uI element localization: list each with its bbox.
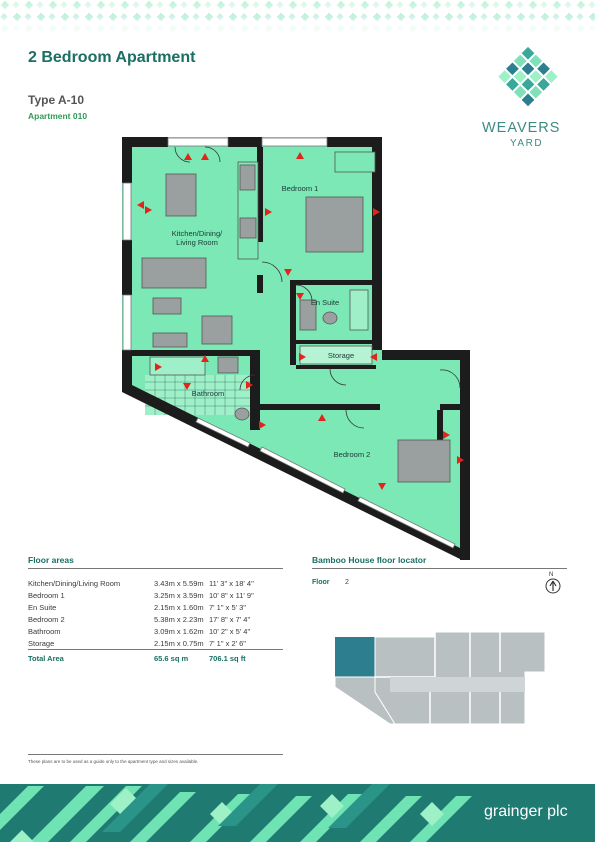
floor-area-row: Bathroom 3.09m x 1.62m 10' 2" x 5' 4": [28, 625, 283, 637]
room-label-bedroom2: Bedroom 2: [333, 450, 371, 459]
floor-area-metric: 3.09m x 1.62m: [154, 626, 204, 636]
total-area-row: Total Area 65.6 sq m 706.1 sq ft: [28, 649, 283, 664]
floor-label: Floor: [312, 579, 330, 586]
building-locator-map: [335, 632, 546, 725]
floor-locator-divider: [312, 568, 567, 569]
footer-pattern: [0, 784, 595, 842]
floor-area-room: Bathroom: [28, 626, 61, 636]
room-label-storage: Storage: [327, 351, 355, 360]
floor-area-metric: 2.15m x 0.75m: [154, 638, 204, 648]
disclaimer-divider: [28, 754, 283, 755]
north-label: N: [549, 572, 554, 578]
floor-value: 2: [345, 579, 349, 586]
brand-name: WEAVERS: [482, 120, 561, 136]
floor-area-metric: 2.15m x 1.60m: [154, 602, 204, 612]
floor-area-imperial: 10' 2" x 5' 4": [209, 626, 251, 636]
floor-area-room: Bedroom 2: [28, 614, 65, 624]
floor-areas-title: Floor areas: [28, 555, 74, 565]
door-arrows: [137, 152, 464, 490]
doors: [174, 146, 461, 429]
apartment-number: Apartment 010: [28, 111, 88, 121]
room-label-kitchen: Kitchen/Dining/ Living Room: [152, 229, 242, 248]
floor-area-imperial: 7' 1" x 5' 3": [209, 602, 246, 612]
floor-area-imperial: 10' 8" x 11' 9": [209, 590, 254, 600]
floor-area-room: En Suite: [28, 602, 57, 612]
floor-area-metric: 5.38m x 2.23m: [154, 614, 204, 624]
walls: [122, 137, 470, 560]
room-label-bedroom1: Bedroom 1: [281, 184, 319, 193]
floor-area-row: Storage 2.15m x 0.75m 7' 1" x 2' 6": [28, 637, 283, 650]
total-area-metric: 65.6 sq m: [154, 649, 209, 664]
company-name: grainger plc: [484, 803, 568, 820]
floor-area-row: Bedroom 1 3.25m x 3.59m 10' 8" x 11' 9": [28, 589, 283, 601]
floor-area-room: Kitchen/Dining/Living Room: [28, 578, 121, 588]
floor-area-row: Bedroom 2 5.38m x 2.23m 17' 8" x 7' 4": [28, 613, 283, 625]
total-area-imperial: 706.1 sq ft: [209, 649, 283, 664]
top-pattern: [0, 0, 595, 36]
floor-area-imperial: 11' 3" x 18' 4": [209, 578, 254, 588]
windows: [122, 137, 456, 549]
floor-locator-title: Bamboo House floor locator: [312, 555, 427, 565]
room-label-kitchen-line1: Kitchen/Dining/: [171, 229, 223, 238]
floor-area-metric: 3.25m x 3.59m: [154, 590, 204, 600]
floor-area-room: Bedroom 1: [28, 590, 65, 600]
floor-area-row: Kitchen/Dining/Living Room 3.43m x 5.59m 1…: [28, 577, 283, 589]
furniture: [141, 151, 451, 483]
room-label-bathroom: Bathroom: [191, 389, 225, 398]
floor-area-imperial: 7' 1" x 2' 6": [209, 638, 246, 648]
room-label-kitchen-line2: Living Room: [176, 238, 218, 248]
floor-areas-table: Kitchen/Dining/Living Room 3.43m x 5.59m 1…: [28, 577, 283, 664]
page-title: 2 Bedroom Apartment: [28, 49, 196, 66]
disclaimer: These plans are to be used as a guide on…: [28, 759, 199, 764]
floor-areas-divider: [28, 568, 283, 569]
woven-diamond-logo-icon: [498, 46, 558, 107]
floor-area-room: Storage: [28, 638, 55, 648]
floor-area-metric: 3.43m x 5.59m: [154, 578, 204, 588]
room-label-ensuite: En Suite: [310, 298, 340, 307]
north-arrow-icon: [545, 578, 561, 594]
total-area-label: Total Area: [28, 649, 154, 664]
brand-subtitle: YARD: [510, 138, 544, 149]
floor-area-imperial: 17' 8" x 7' 4": [209, 614, 251, 624]
floor-area-row: En Suite 2.15m x 1.60m 7' 1" x 5' 3": [28, 601, 283, 613]
apartment-type: Type A-10: [28, 93, 85, 107]
